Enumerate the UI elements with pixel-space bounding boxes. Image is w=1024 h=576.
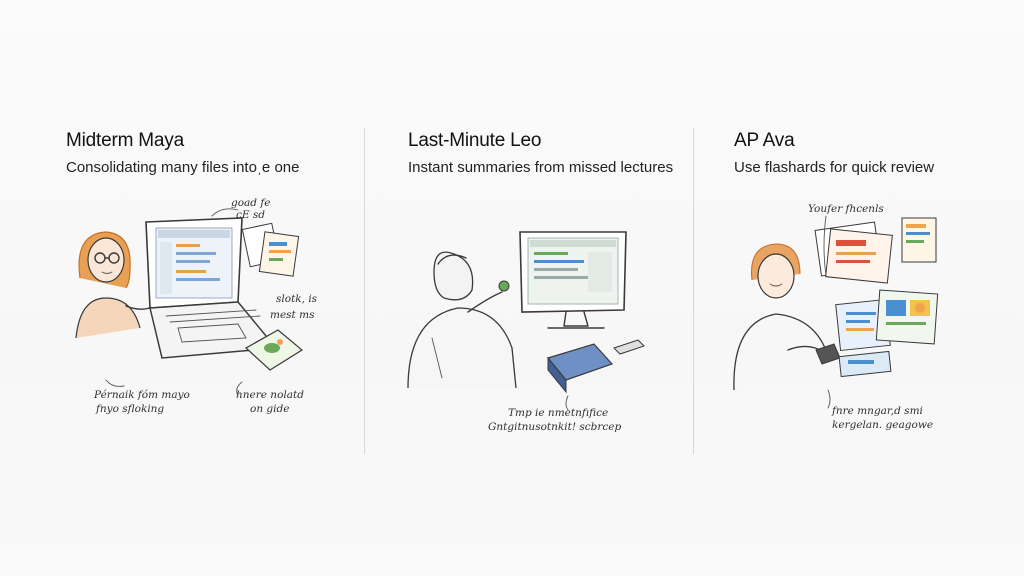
note: Pérnaik fóm mayo [93,389,190,401]
ava-illustration: Youfer fhcenls fnre mngar,d smi kergelan… [733,203,939,431]
maya-illustration: goad fe cE sd slotk, is mest ms Pérnaik … [75,197,318,415]
tablet-icon [244,329,304,371]
note: kergelan. geagowe [832,419,933,431]
ava-figure [733,243,841,391]
leo-illustration: Tmp ie nmetnfıfice Gntgitnusotnkit! scbr… [407,231,645,433]
notes-stack-icon [211,208,300,277]
panel-subtitle: Use flashards for quick review [734,159,935,176]
note: goad fe [231,197,270,209]
panel-ap-ava: AP Ava Use flashards for quick review [733,128,1004,458]
note: Youfer fhcenls [808,203,884,215]
panel-divider [364,128,365,454]
panel-divider [693,128,694,454]
note: hnere nolatd [236,389,304,401]
panel-midterm-maya: Midterm Maya Consolidating many files in… [66,128,350,458]
panel-subtitle: Instant summaries from missed lectures [408,159,674,176]
laptop-icon [145,217,278,359]
note: Gntgitnusotnkit! scbrcep [488,421,621,433]
flashcards-icon [814,217,937,284]
panel-title: AP Ava [734,130,795,151]
note: fnyo sfloking [95,403,164,415]
keyboard-device-icon [546,339,645,394]
flashcards-icon [835,289,939,378]
note: on gide [250,403,289,415]
note: cE sd [236,209,265,221]
panel-subtitle: Consolidating many files intoˌe one [66,159,300,176]
note: Tmp ie nmetnfıfice [508,407,608,419]
panel-title: Midterm Maya [66,130,184,151]
panel-last-minute-leo: Last-Minute Leo Instant summaries from m… [407,128,678,458]
note: fnre mngar,d smi [831,405,923,417]
note: slotk, is [276,293,318,305]
desktop-monitor-icon [519,231,627,329]
panel-title: Last-Minute Leo [408,130,542,151]
note: mest ms [270,309,315,321]
leo-figure [407,251,517,389]
